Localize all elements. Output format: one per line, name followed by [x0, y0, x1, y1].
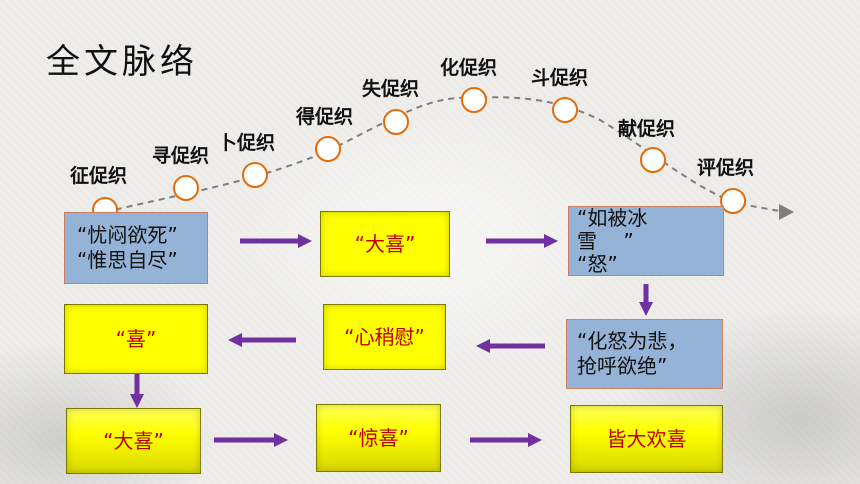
stage-label-2: 寻促织: [152, 145, 210, 167]
emotion-box-4-line2: 抢呼欲绝”: [577, 354, 668, 378]
stage-label-7: 斗促织: [531, 67, 589, 89]
stage-label-3: 卜促织: [218, 132, 276, 154]
stage-node-4: [315, 136, 341, 162]
emotion-box-9: 皆大欢喜: [570, 405, 723, 473]
emotion-box-4-line1: “化怒为悲，: [577, 329, 688, 353]
emotion-box-3: “如被冰 雪 ” “怒”: [568, 206, 724, 276]
emotion-box-1: “忧闷欲死” “惟思自尽”: [64, 212, 208, 284]
stage-label-6: 化促织: [440, 57, 498, 79]
emotion-box-3-line1: “如被冰: [577, 205, 648, 230]
stage-label-9: 评促织: [697, 157, 755, 179]
page-title: 全文脉络: [46, 42, 198, 82]
emotion-box-2: “大喜”: [320, 211, 450, 277]
stage-node-9: [720, 188, 746, 214]
stage-label-1: 征促织: [70, 165, 128, 187]
emotion-box-3-line3: “怒”: [577, 251, 618, 276]
stage-label-8: 献促织: [618, 118, 676, 140]
emotion-box-8: “惊喜”: [316, 404, 441, 472]
stage-node-5: [383, 109, 409, 135]
emotion-box-3-line2: 雪 ”: [577, 228, 634, 253]
stage-node-7: [552, 97, 578, 123]
emotion-box-7: “大喜”: [66, 408, 201, 474]
stage-node-2: [173, 175, 199, 201]
stage-node-3: [242, 162, 268, 188]
emotion-box-4: “化怒为悲， 抢呼欲绝”: [566, 319, 723, 389]
emotion-box-6: “喜”: [64, 304, 208, 374]
emotion-box-1-line1: “忧闷欲死”: [77, 223, 178, 247]
stage-label-4: 得促织: [296, 106, 354, 128]
emotion-box-5: “心稍慰”: [323, 304, 446, 370]
stage-node-8: [640, 147, 666, 173]
stage-node-6: [461, 87, 487, 113]
stage-label-5: 失促织: [362, 78, 420, 100]
emotion-box-1-line2: “惟思自尽”: [77, 248, 178, 272]
curve-arrowhead: [779, 204, 794, 220]
